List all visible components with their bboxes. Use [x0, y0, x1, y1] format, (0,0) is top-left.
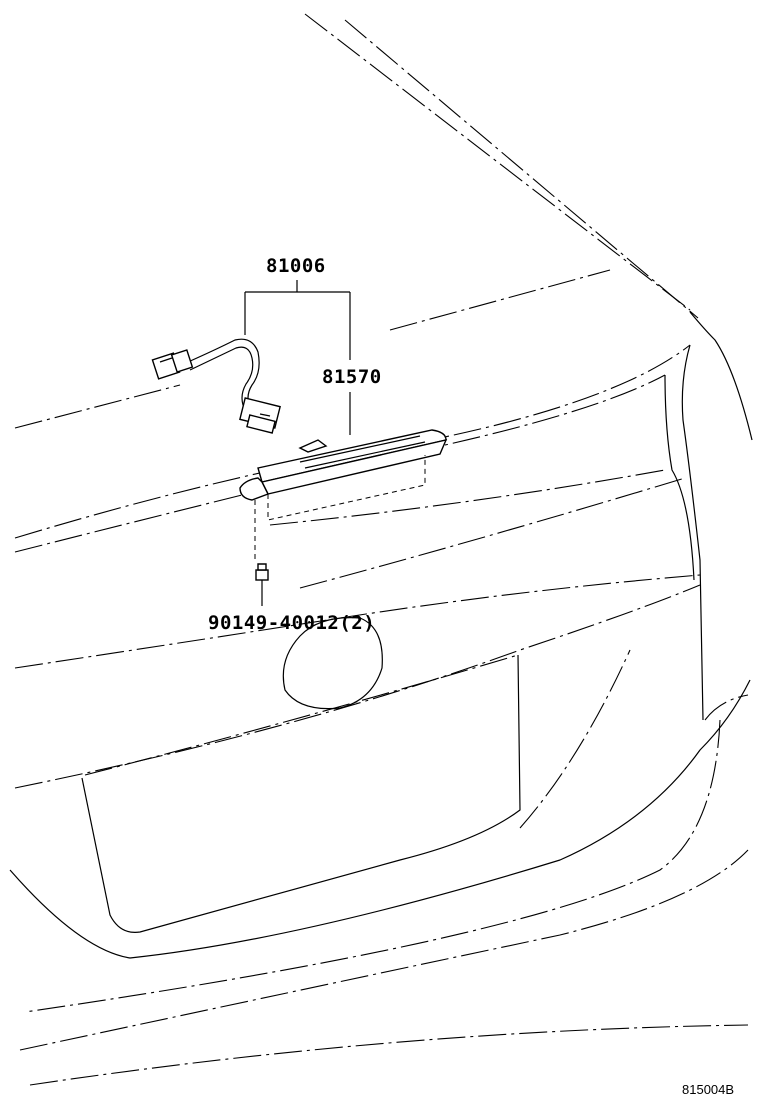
callout-81570: 81570: [322, 366, 382, 435]
callout-81006: 81006: [244, 255, 351, 360]
part-number-81570: 81570: [322, 366, 382, 388]
left-connector-icon: [151, 349, 194, 380]
vehicle-body-outline: [9, 13, 753, 1086]
screw-icon: [255, 563, 269, 606]
part-number-81006: 81006: [266, 255, 326, 277]
diagram-reference-code: 815004B: [682, 1082, 734, 1097]
right-connector-icon: [239, 397, 281, 434]
stop-lamp-icon: [239, 429, 448, 560]
part-number-90149-40012: 90149-40012(2): [208, 612, 375, 634]
wire-harness: [151, 338, 281, 434]
